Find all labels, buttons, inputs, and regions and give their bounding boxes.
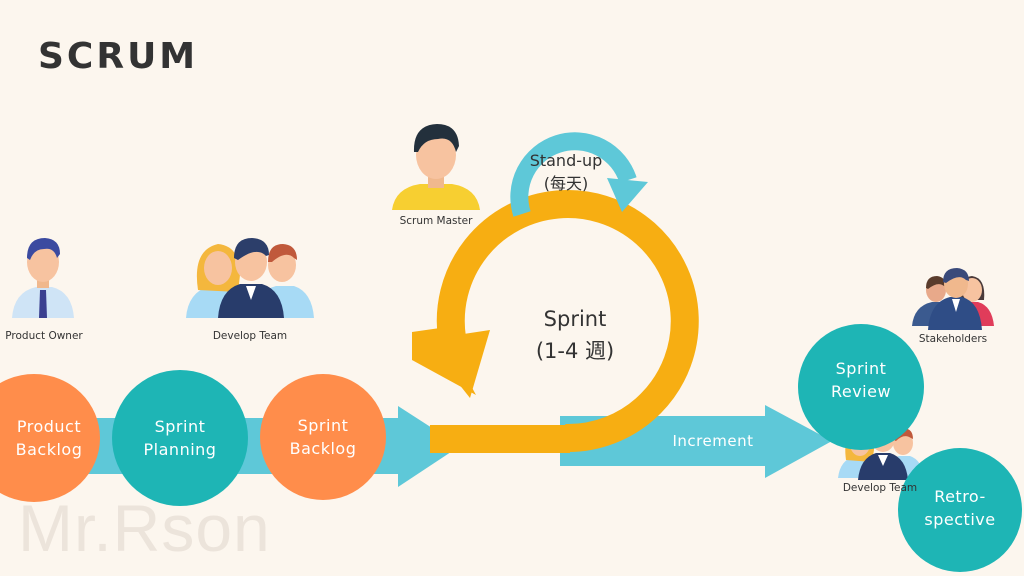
stakeholders-label: Stakeholders (918, 333, 988, 345)
increment-label: Increment (673, 432, 754, 450)
retrospective-label: Retro- spective (924, 487, 996, 529)
develop-team-label: Develop Team (212, 330, 288, 342)
sprint-label: Sprint (544, 307, 607, 331)
develop-team-review-label: Develop Team (842, 482, 918, 494)
scrum-master-avatar (392, 124, 480, 210)
sprint-planning-label: Sprint Planning (143, 417, 217, 459)
develop-team-avatar-group (186, 238, 314, 318)
sprint-review-label: Sprint Review (830, 359, 892, 401)
sprint-backlog-label: Sprint Backlog (289, 416, 357, 458)
sprint-duration-label: (1-4 週) (536, 339, 614, 363)
product-owner-label: Product Owner (5, 330, 83, 342)
watermark: Mr.Rson (18, 491, 271, 565)
scrum-master-label: Scrum Master (399, 215, 473, 227)
retrospective-circle: Retro- spective (898, 448, 1022, 572)
product-owner-avatar (12, 238, 74, 318)
sprint-review-circle: Sprint Review (798, 324, 924, 450)
standup-label: Stand-up (530, 151, 603, 170)
page-title: SCRUM (38, 36, 199, 77)
product-backlog-label: Product Backlog (15, 417, 83, 459)
stakeholders-avatar-group (912, 268, 994, 330)
sprint-planning-circle: Sprint Planning (112, 370, 248, 506)
sprint-backlog-circle: Sprint Backlog (260, 374, 386, 500)
sprint-loop-arrow (412, 190, 699, 453)
standup-loop-arrow (510, 132, 648, 217)
standup-frequency-label: (每天) (544, 174, 589, 193)
